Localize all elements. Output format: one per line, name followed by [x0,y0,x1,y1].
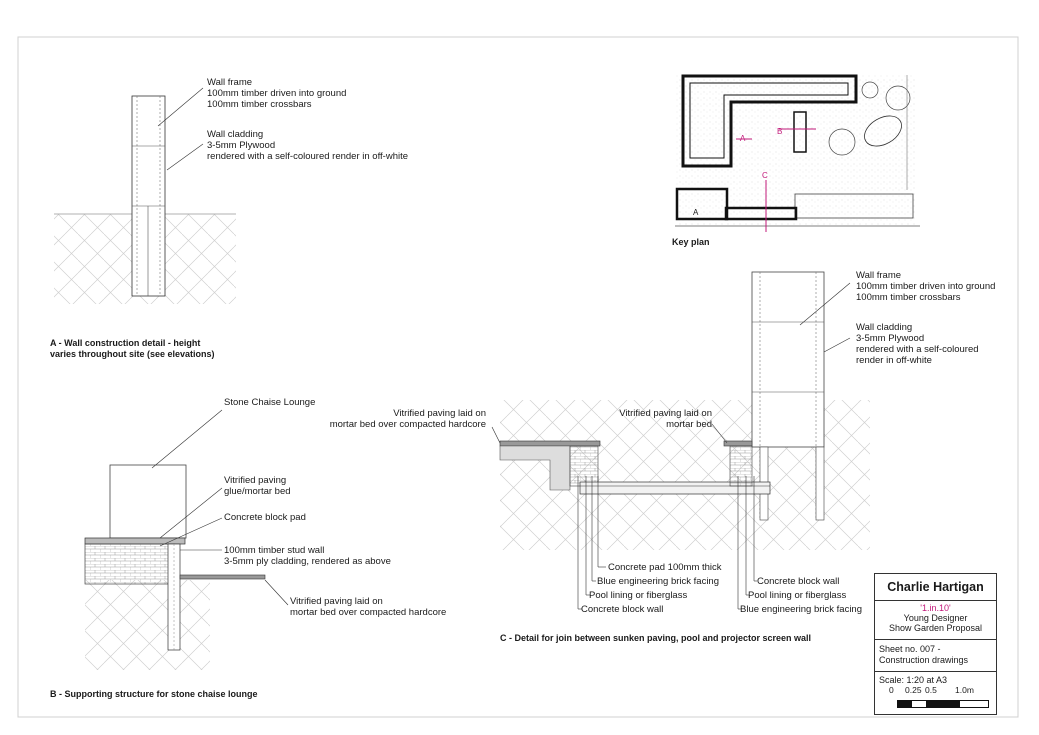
sheet-border [17,36,1019,718]
detail-c-lining-left-label: Pool lining or fiberglass [589,590,688,601]
detail-b-pad-label: Concrete block pad [224,512,306,523]
detail-c-block-left-label: Concrete block wall [581,604,664,615]
scale-bar-seg-1 [897,700,911,708]
scale-label: Scale: 1:20 at A3 [879,675,948,685]
section-marker-b: B [777,127,783,136]
designer-name: Charlie Hartigan [875,574,996,601]
sheet-info: Sheet no. 007 - Construction drawings [875,640,996,672]
detail-c-block-right-label: Concrete block wall [757,576,840,587]
detail-b-caption: B - Supporting structure for stone chais… [50,689,258,699]
detail-b-paving-label: Vitrified paving glue/mortar bed [224,475,291,497]
scale-bar-seg-3 [927,700,959,708]
detail-b-lounge-label: Stone Chaise Lounge [224,397,316,408]
scale-tick-0: 0 [889,685,894,695]
scale-bar-seg-4 [959,700,989,708]
project-code: '1.in.10' [920,603,951,613]
project-line-2: Show Garden Proposal [888,623,983,633]
detail-a-drawing [54,87,236,304]
scale-tick-025: 0.25 [905,685,922,695]
scale-ticks: 0 0.25 0.5 1.0m [875,685,996,697]
detail-b-stud-label: 100mm timber stud wall 3-5mm ply claddin… [224,545,391,567]
title-block: Charlie Hartigan '1.in.10' Young Designe… [874,573,997,715]
detail-c-pad-label: Concrete pad 100mm thick [608,562,722,573]
detail-c-caption: C - Detail for join between sunken pavin… [500,633,812,643]
detail-a-caption: A - Wall construction detail - height va… [50,338,215,359]
detail-c-drawing [491,271,870,610]
detail-a-cladding-label: Wall cladding 3-5mm Plywood rendered wit… [207,129,409,162]
detail-c-lining-right-label: Pool lining or fiberglass [748,590,847,601]
section-marker-a: A [740,134,746,143]
detail-c-blue-brick-right-label: Blue engineering brick facing [740,604,862,615]
detail-c-paving-right-label: Vitrified paving laid on mortar bed [619,408,712,430]
detail-c-blue-brick-left-label: Blue engineering brick facing [597,576,719,587]
scale-tick-05: 0.5 [925,685,937,695]
detail-b-paving2-label: Vitrified paving laid on mortar bed over… [290,596,447,618]
project-line-1: Young Designer [903,613,968,623]
scale-info: Scale: 1:20 at A3 0 0.25 0.5 1.0m [875,672,996,714]
scale-bar-seg-2 [911,700,927,708]
key-plan-title: Key plan [672,237,710,247]
project-info: '1.in.10' Young Designer Show Garden Pro… [875,600,996,640]
detail-b-drawing [84,409,289,670]
section-marker-c: C [762,171,768,180]
detail-c-frame-label: Wall frame 100mm timber driven into grou… [856,270,996,303]
detail-c-paving-left-label: Vitrified paving laid on mortar bed over… [329,408,486,430]
section-marker-a-2: A [693,208,699,217]
key-plan-drawing [670,70,920,232]
detail-a-frame-label: Wall frame 100mm timber driven into grou… [207,77,347,110]
detail-c-cladding-label: Wall cladding 3-5mm Plywood rendered wit… [856,322,979,366]
scale-tick-1: 1.0m [955,685,974,695]
